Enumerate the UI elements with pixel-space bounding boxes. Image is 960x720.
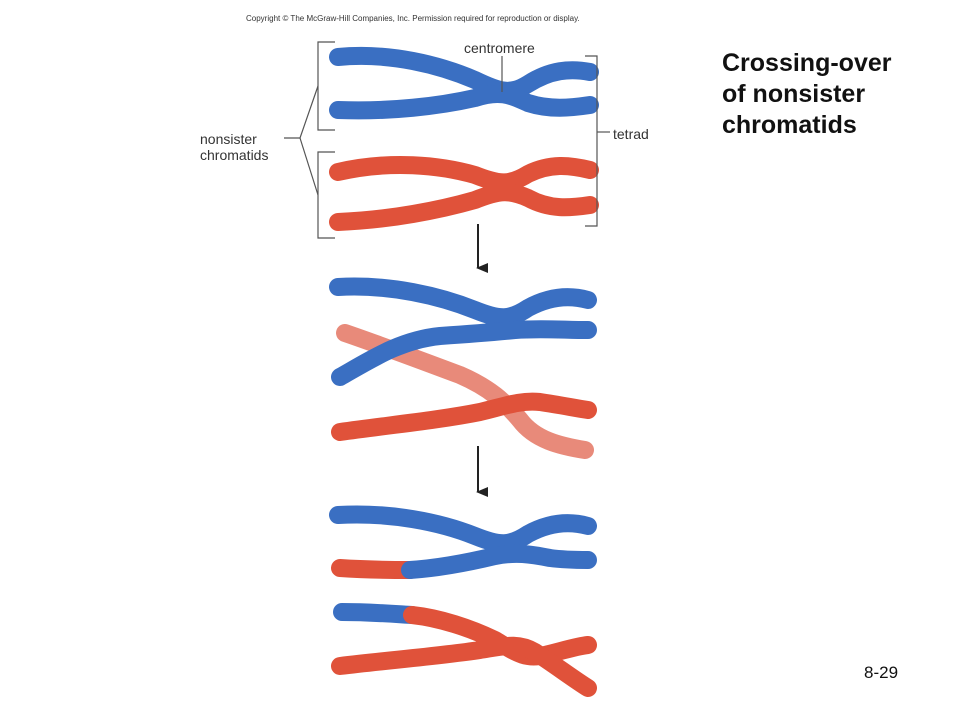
tetrad-bracket (585, 55, 598, 227)
nonsister-pointer-upper (284, 85, 319, 139)
slide-title-line-1: Crossing-over (722, 49, 892, 77)
centromere-label: centromere (464, 40, 535, 56)
recombinant-chromatid-red-segment (331, 559, 419, 579)
red-chromatid-upper (329, 155, 599, 192)
blue-chromatid-top (329, 277, 597, 327)
red-chromatid-lower (329, 183, 599, 231)
nonsister-label-line-1: nonsister (200, 131, 257, 147)
red-chromatid-bottom (331, 392, 597, 441)
stage-1-tetrad (284, 41, 610, 239)
slide-title-line-3: chromatids (722, 111, 857, 139)
slide-title-line-2: of nonsister (722, 80, 866, 108)
blue-chromatid-lower (329, 84, 599, 120)
recombinant-chromatid-blue-end (333, 603, 421, 624)
page-number: 8-29 (864, 663, 899, 682)
blue-chromatid-crossing (331, 320, 597, 386)
stage-2-crossing-over (329, 277, 597, 459)
copyright-notice: Copyright © The McGraw-Hill Companies, I… (246, 14, 580, 23)
nonsister-chromatids-label: nonsister chromatids (200, 131, 268, 163)
red-chromatid-parental (331, 636, 597, 697)
recombinant-chromatid-blue-segment (401, 544, 597, 579)
nonsister-label-line-2: chromatids (200, 147, 269, 163)
nonsister-pointer-lower (299, 137, 319, 196)
stage-3-recombinants (329, 505, 597, 697)
slide-title: Crossing-over of nonsister chromatids (722, 48, 891, 141)
blue-chromatid-upper (329, 46, 599, 100)
tetrad-label: tetrad (613, 126, 649, 142)
blue-chromatid-parental (329, 505, 597, 553)
